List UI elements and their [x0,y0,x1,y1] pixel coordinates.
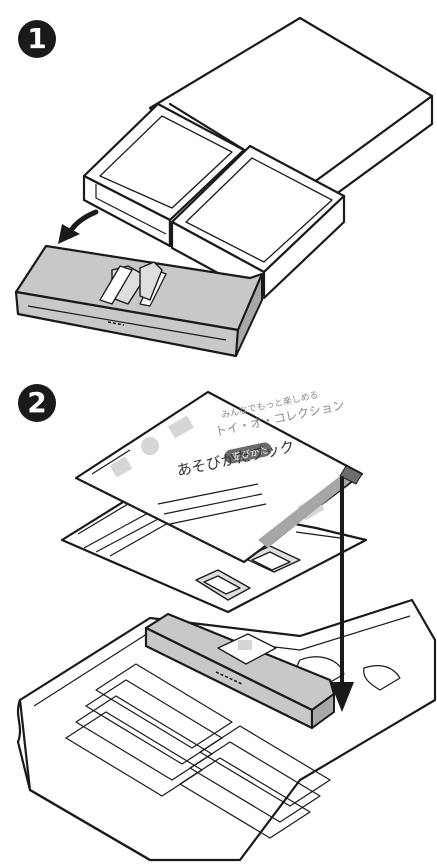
curved-arrow-icon [58,212,96,244]
step-1-badge: 1 [18,20,56,58]
step-2-badge: 2 [18,384,56,422]
booklet-decoration [141,437,159,455]
step-1-illustration [16,18,432,356]
step-2-illustration: 遊びかた みんなでもっと楽しめる トイ・オ・コレクション あそびかたブック [18,389,435,860]
